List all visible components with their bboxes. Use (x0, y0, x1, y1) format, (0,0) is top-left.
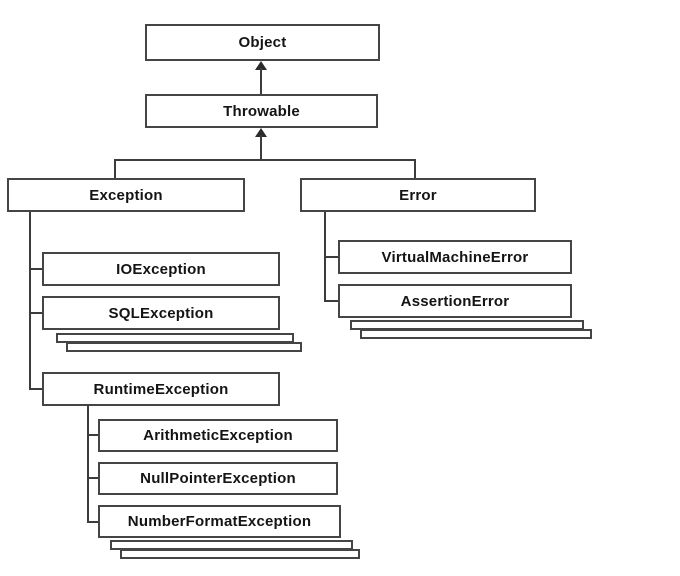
node-object: Object (145, 24, 380, 61)
node-nullpointerexception: NullPointerException (98, 462, 338, 495)
arrow-up-to-object-icon (255, 61, 267, 70)
connector-branch-bar (114, 159, 416, 161)
connector-stub-assertion (324, 300, 338, 302)
node-assertionerror: AssertionError (338, 284, 572, 318)
stack-error-more-2 (360, 329, 592, 339)
connector-stub-sqlexception (29, 312, 42, 314)
connector-drop-error (414, 159, 416, 178)
connector-stub-arithmetic (87, 434, 98, 436)
connector-stub-ioexception (29, 268, 42, 270)
connector-stub-runtimeexception (29, 388, 42, 390)
connector-stub-numberformat (87, 521, 98, 523)
node-runtimeexception: RuntimeException (42, 372, 280, 406)
node-error: Error (300, 178, 536, 212)
stack-runtime-more-2 (120, 549, 360, 559)
node-sqlexception: SQLException (42, 296, 280, 330)
connector-drop-exception (114, 159, 116, 178)
node-ioexception: IOException (42, 252, 280, 286)
connector-exception-spine (29, 212, 31, 390)
connector-branch-throwable (260, 135, 262, 161)
stack-exception-more-2 (66, 342, 302, 352)
connector-throwable-object (260, 68, 262, 94)
connector-stub-virtualmachine (324, 256, 338, 258)
node-virtualmachineerror: VirtualMachineError (338, 240, 572, 274)
node-throwable: Throwable (145, 94, 378, 128)
connector-stub-nullpointer (87, 477, 98, 479)
arrow-up-to-throwable-icon (255, 128, 267, 137)
node-exception: Exception (7, 178, 245, 212)
node-arithmeticexception: ArithmeticException (98, 419, 338, 452)
node-numberformatexception: NumberFormatException (98, 505, 341, 538)
connector-runtime-spine (87, 406, 89, 523)
